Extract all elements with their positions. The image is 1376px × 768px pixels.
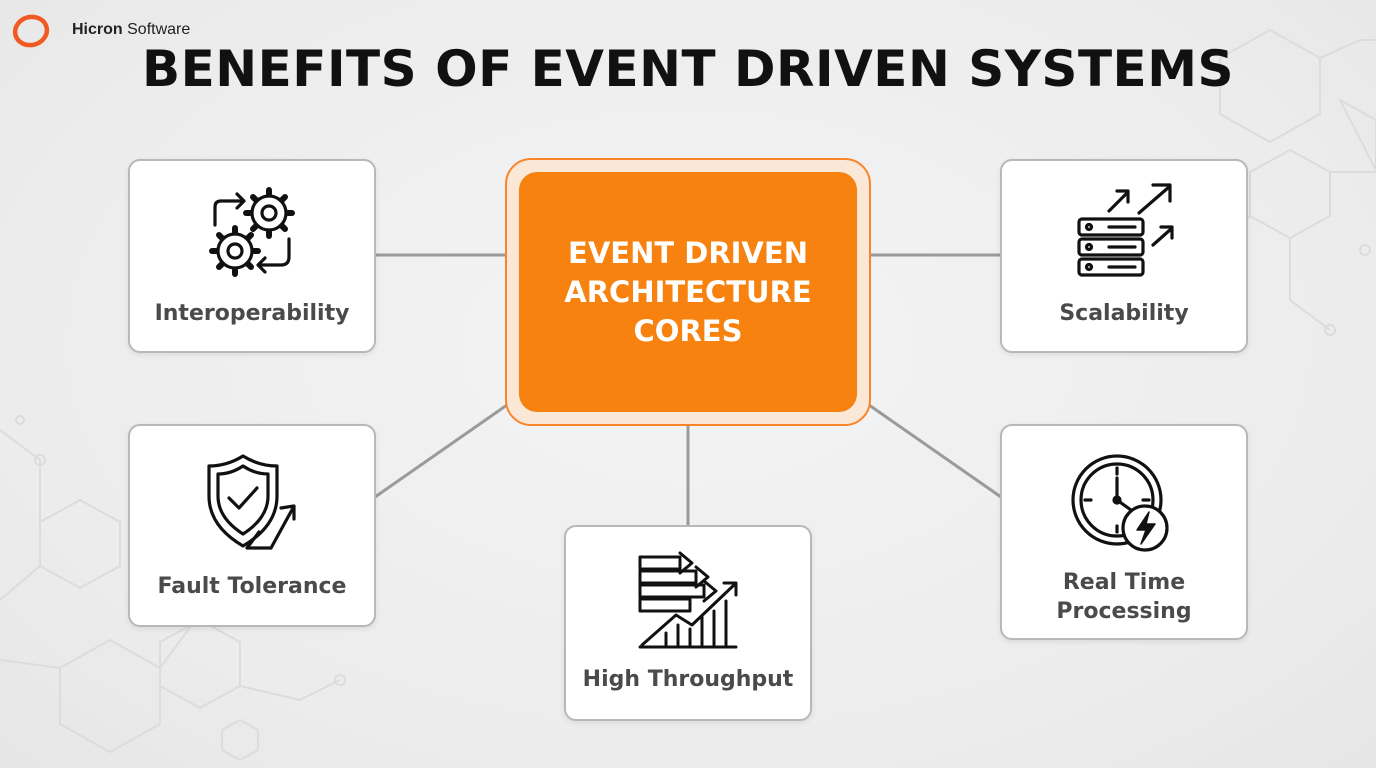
node-interoperability: Interoperability <box>128 159 376 353</box>
node-high-throughput: High Throughput <box>564 525 812 721</box>
gears-exchange-icon <box>209 187 295 277</box>
node-scalability: Scalability <box>1000 159 1248 353</box>
center-node: EVENT DRIVEN ARCHITECTURE CORES <box>505 158 871 426</box>
server-growth-icon <box>1077 183 1174 277</box>
page-title: BENEFITS OF EVENT DRIVEN SYSTEMS <box>142 40 1234 98</box>
node-real-time-processing: Real Time Processing <box>1000 424 1248 640</box>
throughput-chart-icon <box>638 551 738 649</box>
center-node-fill: EVENT DRIVEN ARCHITECTURE CORES <box>519 172 857 412</box>
brand-logo: Hicron Software <box>10 10 190 50</box>
shield-check-icon <box>207 454 296 550</box>
center-label: EVENT DRIVEN ARCHITECTURE CORES <box>564 235 812 348</box>
brand-name: Hicron Software <box>72 21 191 38</box>
node-fault-tolerance: Fault Tolerance <box>128 424 376 627</box>
node-label: Scalability <box>1059 301 1189 326</box>
node-label: High Throughput <box>582 667 794 692</box>
node-label: Interoperability <box>154 301 350 326</box>
node-label: Fault Tolerance <box>157 574 347 599</box>
hicron-ring-icon <box>12 14 50 48</box>
node-label: Real Time Processing <box>1056 570 1192 624</box>
clock-bolt-icon <box>1071 454 1169 552</box>
